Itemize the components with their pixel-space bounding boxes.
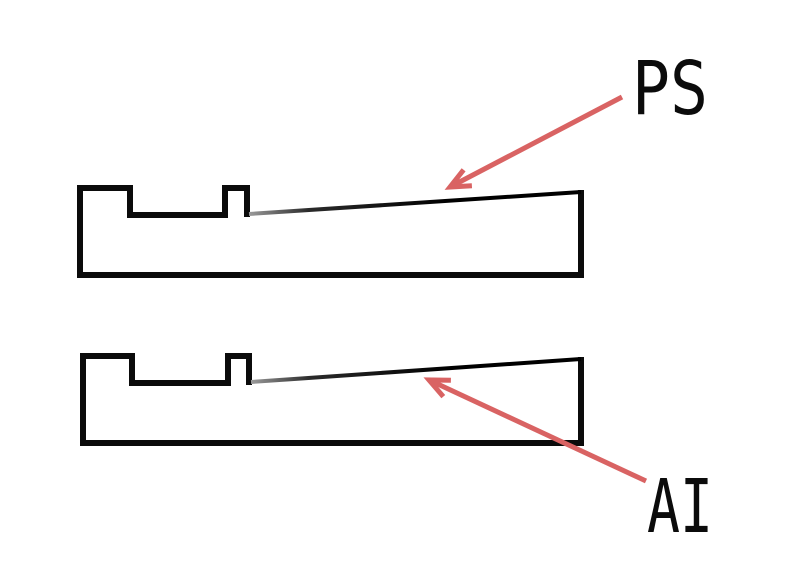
ai-arrowhead-icon [423, 377, 451, 399]
ai-arrow-shaft [427, 377, 648, 484]
top-substrate-outline [77, 185, 584, 278]
ps-label: PS [632, 46, 708, 132]
top-wedge-film-surface [248, 190, 582, 216]
bottom-wedge-film-surface [250, 357, 582, 384]
bottom-substrate-outline [80, 353, 584, 446]
ps-arrow-shaft [448, 94, 624, 190]
ai-label: AI [647, 464, 713, 550]
ps-arrowhead-icon [444, 168, 473, 190]
